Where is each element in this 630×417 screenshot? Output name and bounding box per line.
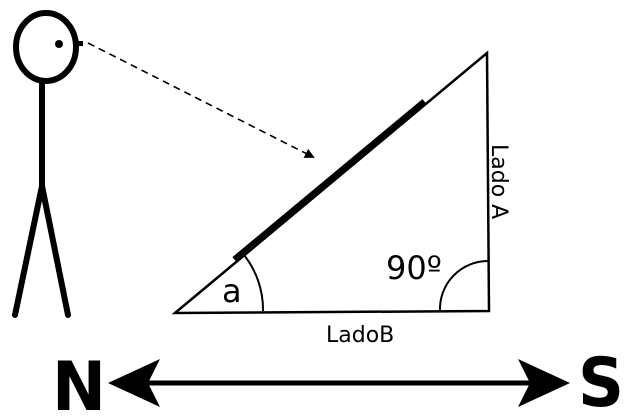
arrowhead-right-icon xyxy=(518,359,570,407)
arrowhead-left-icon xyxy=(108,359,160,407)
observer-eyepiece xyxy=(75,41,83,46)
north-label: N xyxy=(52,348,106,417)
hypotenuse-bar xyxy=(232,99,426,261)
observer-left-leg xyxy=(12,183,45,318)
angle-alpha-label: a xyxy=(222,272,242,310)
line-of-sight-arrow xyxy=(87,42,315,158)
south-label: S xyxy=(578,344,624,417)
observer-head xyxy=(13,10,79,84)
right-triangle xyxy=(171,50,491,315)
right-angle-label: 90º xyxy=(386,249,442,287)
observer-right-leg xyxy=(39,183,71,318)
side-a-label: Lado A xyxy=(486,144,511,219)
angle-alpha-arc xyxy=(243,254,265,312)
compass-axis xyxy=(108,359,570,407)
observer-figure xyxy=(12,10,83,318)
right-angle-arc xyxy=(438,259,489,312)
side-b-label: LadoB xyxy=(326,323,394,348)
observer-eye-icon xyxy=(55,40,63,48)
